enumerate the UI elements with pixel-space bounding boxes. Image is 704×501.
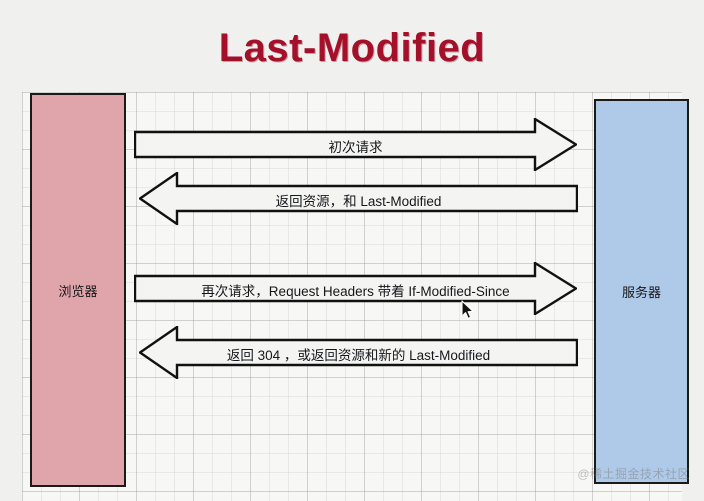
- endpoint-server-label: 服务器: [621, 285, 661, 300]
- arrow-left-shape: [139, 172, 578, 225]
- arrow-right-shape: [134, 262, 577, 315]
- endpoint-browser-label: 浏览器: [58, 283, 98, 299]
- page-title: Last-Modified: [218, 26, 486, 70]
- arrow-first-request: 初次请求: [134, 118, 577, 171]
- arrow-left-shape: [139, 326, 578, 379]
- endpoint-server: 服务器: [594, 99, 689, 484]
- arrow-right-shape: [134, 118, 577, 171]
- arrow-first-response: 返回资源，和 Last-Modified: [139, 172, 578, 225]
- mouse-pointer-icon: [461, 300, 475, 320]
- arrow-second-request: 再次请求，Request Headers 带着 If-Modified-Sinc…: [134, 262, 577, 315]
- arrow-second-response: 返回 304 ，或返回资源和新的 Last-Modified: [139, 326, 578, 379]
- endpoint-browser: 浏览器: [30, 93, 126, 487]
- watermark: @稀土掘金技术社区: [577, 467, 690, 481]
